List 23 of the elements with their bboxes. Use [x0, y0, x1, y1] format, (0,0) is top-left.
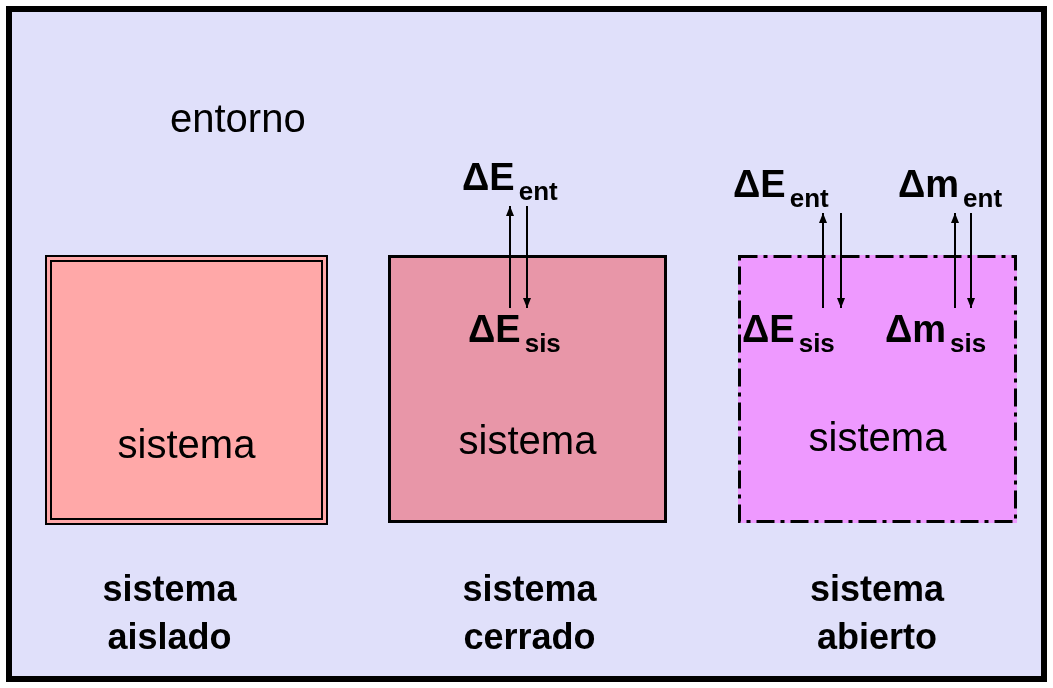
system-label: sistema	[458, 418, 597, 463]
arrow	[951, 212, 959, 309]
quantity-label: ΔE$_{sis}$	[468, 310, 561, 356]
environment-label: entorno	[170, 96, 306, 141]
quantity-label: Δm$_{ent}$	[898, 165, 1003, 211]
quantity-label: ΔE$_{sis}$	[742, 310, 835, 356]
environment-frame	[6, 6, 1047, 682]
arrow	[506, 205, 514, 309]
quantity-label: ΔE$_{ent}$	[462, 158, 558, 204]
system-box	[45, 255, 328, 525]
arrow	[967, 212, 975, 309]
arrow	[837, 212, 845, 309]
arrow	[819, 212, 827, 309]
system-caption: sistema abierto	[808, 567, 946, 659]
system-caption: sistema cerrado	[461, 567, 598, 659]
system-box	[388, 255, 667, 523]
system-label: sistema	[117, 422, 256, 467]
system-box	[738, 255, 1017, 523]
quantity-label: ΔE$_{ent}$	[733, 165, 829, 211]
system-label: sistema	[808, 415, 947, 460]
quantity-label: Δm$_{sis}$	[885, 310, 987, 356]
system-caption: sistema aislado	[101, 567, 238, 659]
arrow	[523, 205, 531, 309]
